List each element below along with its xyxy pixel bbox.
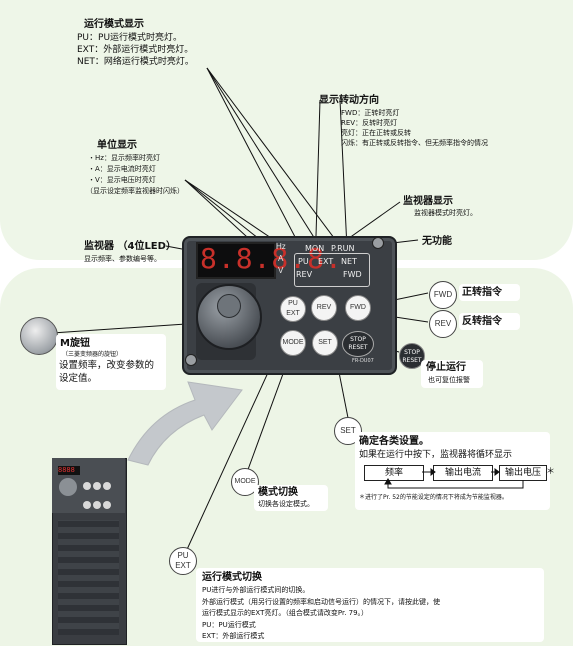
rotation-line-fwd: FWD：正转时亮灯 [341,109,400,117]
big-arrow [127,381,243,466]
pu-ext-button[interactable]: PU EXT [280,296,306,322]
inverter-dial-icon [59,478,77,496]
unit-line-a: ・A：显示电流时亮灯 [88,165,156,173]
mode-callout-title: 模式切换 [258,487,298,498]
rotation-line-blink: 闪烁：有正转或反转指令、但无频率指令的情况 [341,139,488,147]
mon-lamp: MON [305,244,325,253]
unit-line-v: ・V：显示电压时亮灯 [88,176,156,184]
unit-hz-lamp: Hz [276,242,286,251]
m-dial-line-1: 设置频率，改变参数的 [59,360,155,371]
m-dial-card [56,334,166,390]
rev-callout-icon: REV [429,310,457,338]
stop-reset-button-top: STOP [350,336,366,343]
status-lamp-box [294,253,370,287]
pu-ext-line-1: PU进行与外部运行模式间的切换。 [202,586,310,594]
stop-callout-icon: STOP RESET [399,343,425,369]
pu-ext-button-bottom: EXT [286,310,300,317]
run-mode-display-title: 运行模式显示 [84,19,144,30]
set-callout-title: 确定各类设置。 [359,436,429,447]
monitor-led-title: 监视器 （4位LED） [84,241,176,252]
m-dial-line-2: 设定值。 [59,373,98,384]
fwd-lamp: FWD [343,270,362,279]
pu-ext-callout-bottom: EXT [175,561,191,570]
set-callout-footnote: ＊进行了Pr. 52的节能设定的情况下将成为节能监视器。 [359,494,508,501]
stop-callout-bottom: RESET [402,357,422,364]
mode-callout-card [254,485,328,511]
mode-button[interactable]: MODE [280,330,306,356]
stop-callout-label: 停止运行 [426,362,466,373]
unit-display-title: 单位显示 [97,140,137,151]
rotation-line-rev: REV：反转时亮灯 [341,119,398,127]
top-background [0,0,573,260]
pu-ext-line-5: EXT：外部运行模式 [202,632,265,640]
pu-ext-callout-top: PU [177,551,189,560]
unit-a-lamp: A [278,254,284,263]
panel-model-label: FR-DU07 [352,358,374,364]
mode-callout-line: 切换各设定模式。 [258,500,314,508]
screw-bottom-icon [185,354,197,366]
ext-lamp: EXT [318,257,334,266]
run-mode-line-pu: PU：PU运行模式时亮灯。 [77,33,183,43]
pu-ext-callout-card [196,568,544,642]
unit-line-blink: （显示设定频率监视器时闪烁） [86,187,184,195]
fwd-button[interactable]: FWD [345,295,371,321]
flow-output-voltage: 输出电压 [499,465,547,481]
no-function-label: 无功能 [422,236,452,247]
set-button[interactable]: SET [312,330,338,356]
m-dial-grip-icon [217,294,241,318]
stop-callout-top: STOP [404,349,420,356]
stop-callout-sub: 也可复位报警 [428,376,470,384]
flow-frequency: 频率 [364,465,424,481]
flow-arrows [384,468,524,489]
monitor-led-line: 显示频率、参数编号等。 [84,255,161,263]
rev-callout-label: 反转指令 [459,313,520,330]
inverter-keys-icon [82,476,120,509]
pu-lamp: PU [298,257,309,266]
flow-star: ＊ [546,467,556,477]
stop-reset-button[interactable]: STOP RESET [342,331,374,357]
fwd-callout-icon: FWD [429,281,457,309]
pu-ext-callout-title: 运行模式切换 [202,572,262,583]
pu-ext-line-4: PU：PU运行模式 [202,621,256,629]
rev-button[interactable]: REV [311,295,337,321]
rotation-display-title: 显示转动方向 [319,95,379,106]
inverter-led: 8888 [58,466,80,475]
unit-v-lamp: V [278,266,284,275]
led-window [196,242,276,279]
m-dial-photo-icon [20,317,58,355]
monitor-display-title: 监视器显示 [403,196,453,207]
screw-top-icon [372,237,384,249]
stop-callout-card [421,360,483,388]
run-mode-line-net: NET：网络运行模式时亮灯。 [77,57,194,67]
rev-lamp: REV [296,270,313,279]
unit-line-hz: ・Hz：显示频率时亮灯 [88,154,160,162]
m-dial-note: （三菱变频器的旋钮） [62,351,123,358]
pu-ext-line-3: 运行模式显示的EXT亮灯。（组合模式请改变Pr. 79。） [202,609,369,617]
inverter-vent-icon [58,520,119,635]
prun-lamp: P.RUN [331,244,355,253]
set-callout-line: 如果在运行中按下，监视器将循环显示 [359,450,513,460]
pu-ext-callout-icon: PU EXT [169,547,197,575]
pu-ext-line-2: 外部运行模式（用另行设置的频率和启动信号运行）的情况下，请按此键，使 [202,598,440,606]
net-lamp: NET [341,257,357,266]
run-mode-line-ext: EXT：外部运行模式时亮灯。 [77,45,194,55]
m-dial-title: M旋钮 [60,338,90,349]
monitor-display-line: 监视器模式时亮灯。 [414,209,477,217]
stop-reset-button-bottom: RESET [348,344,368,351]
fwd-callout-label: 正转指令 [459,284,520,301]
rotation-line-on: 亮灯：正在正转或反转 [341,129,411,137]
pu-ext-button-top: PU [288,300,298,307]
led-digits: 8.8.8.8. [200,242,343,275]
